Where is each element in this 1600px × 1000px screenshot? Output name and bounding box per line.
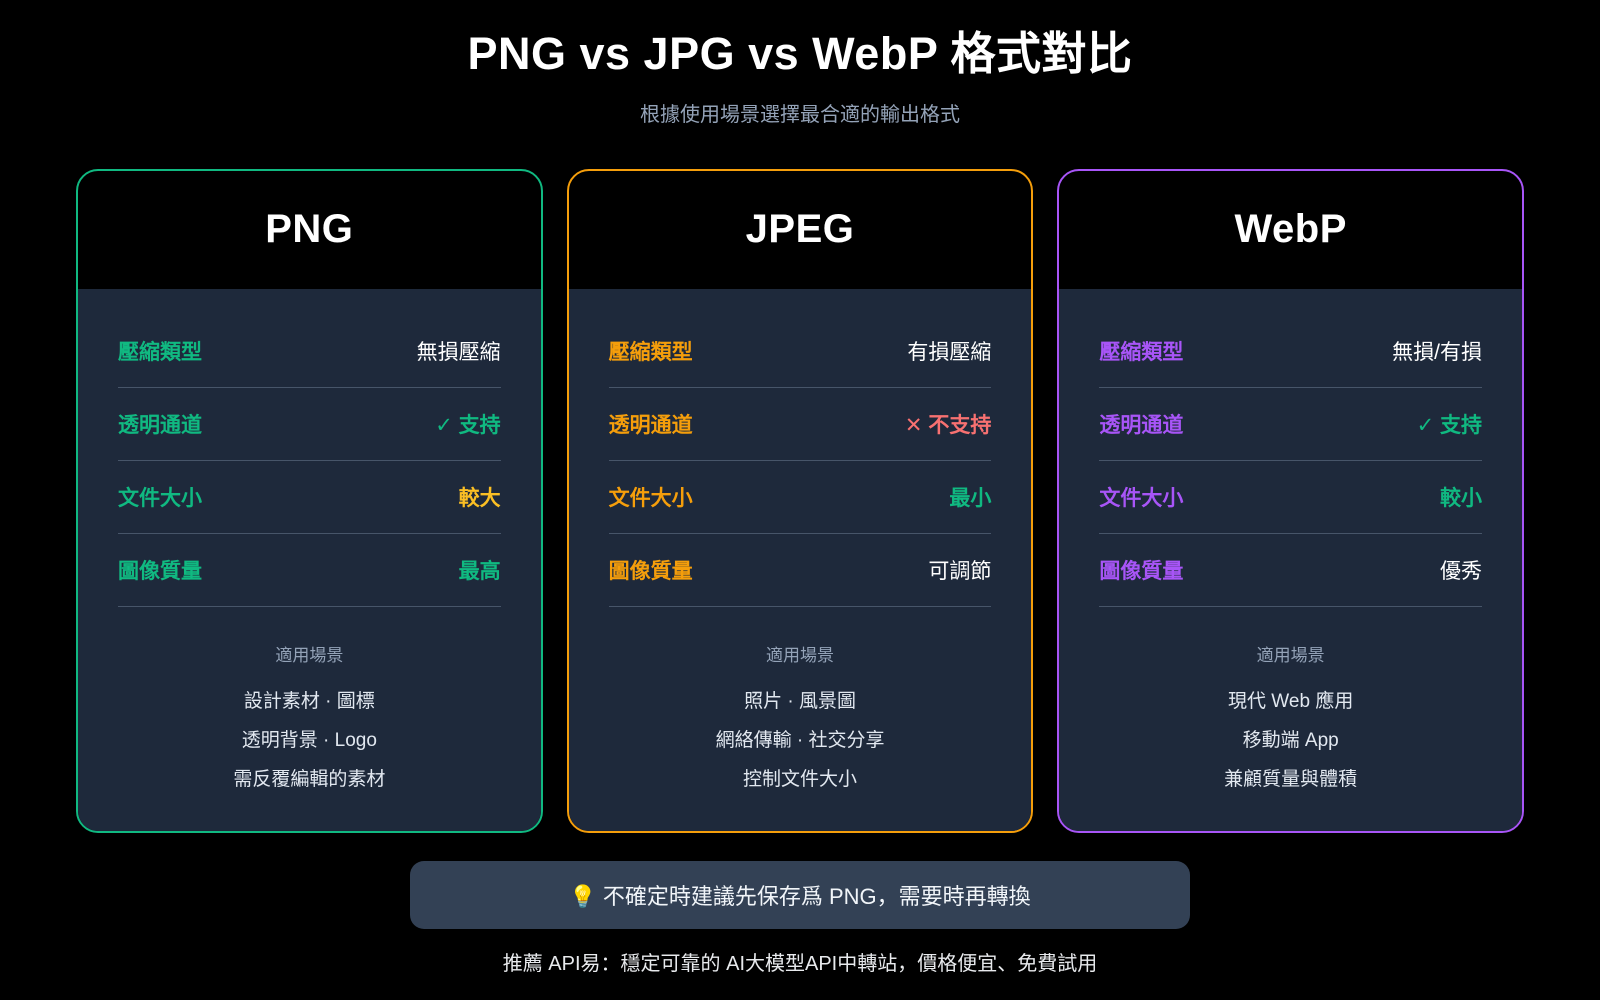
spec-value-text: 較小 <box>1440 486 1483 510</box>
spec-value: ✓ 支持 <box>1417 409 1482 439</box>
page-subtitle: 根據使用場景選擇最合適的輸出格式 <box>640 103 960 126</box>
check-icon: ✓ <box>1416 413 1435 437</box>
spec-value-text: 無損壓縮 <box>416 340 501 364</box>
spec-label: 透明通道 <box>1099 413 1184 437</box>
spec-value-text: 無損/有損 <box>1392 340 1483 364</box>
spec-value-text: 最高 <box>458 559 501 583</box>
spec-row: 圖像質量 最高 <box>118 534 501 607</box>
spec-value-text: 支持 <box>458 413 501 437</box>
usecases-section: 適用場景照片 · 風景圖網絡傳輸 · 社交分享控制文件大小 <box>609 607 992 799</box>
usecase-item: 移動端 App <box>1242 729 1339 751</box>
usecase-item: 兼顧質量與體積 <box>1224 768 1358 790</box>
spec-label: 壓縮類型 <box>608 340 693 364</box>
spec-label: 壓縮類型 <box>1099 340 1184 364</box>
usecase-item: 照片 · 風景圖 <box>744 690 856 712</box>
card-header: PNG <box>78 171 541 289</box>
spec-label: 圖像質量 <box>118 559 202 583</box>
format-card-png: PNG 壓縮類型 無損壓縮透明通道 ✓ 支持文件大小 較大圖像質量 最高適用場景設計素材 … <box>76 168 543 833</box>
spec-label: 透明通道 <box>608 413 693 437</box>
spec-label: 文件大小 <box>608 486 693 510</box>
usecase-item: 設計素材 · 圖標 <box>243 690 375 712</box>
format-card-jpeg: JPEG 壓縮類型 有損壓縮透明通道 ✕ 不支持文件大小 最小圖像質量 可調節適用場景照片… <box>566 168 1034 833</box>
card-title: WebP <box>1234 207 1347 252</box>
spec-value: 較大 <box>459 482 501 512</box>
usecases-section: 適用場景現代 Web 應用移動端 App 兼顧質量與體積 <box>1099 607 1482 799</box>
footer-note: 推薦 API易：穩定可靠的 AI大模型API中轉站，價格便宜、免費試用 <box>502 952 1098 975</box>
card-body: 壓縮類型 無損/有損透明通道 ✓ 支持文件大小 較小圖像質量 優秀適用場景現代 Web … <box>1059 288 1523 831</box>
spec-label: 壓縮類型 <box>118 340 202 364</box>
usecase-item: 網絡傳輸 · 社交分享 <box>715 729 885 751</box>
cross-icon: ✕ <box>904 413 923 437</box>
spec-row: 透明通道 ✓ 支持 <box>118 388 501 461</box>
spec-value-text: 優秀 <box>1440 559 1483 583</box>
usecases-title: 適用場景 <box>1256 645 1325 665</box>
card-title: JPEG <box>745 207 855 252</box>
spec-value-text: 支持 <box>1440 413 1483 437</box>
spec-row: 壓縮類型 有損壓縮 <box>608 315 992 388</box>
usecases-title: 適用場景 <box>275 645 344 665</box>
spec-value: 最高 <box>459 555 501 585</box>
recommendation-tip: 💡 不確定時建議先保存爲 PNG，需要時再轉換 <box>410 860 1190 929</box>
format-cards-row: PNG 壓縮類型 無損壓縮透明通道 ✓ 支持文件大小 較大圖像質量 最高適用場景設計素材 … <box>0 168 1600 833</box>
page-title: PNG vs JPG vs WebP 格式對比 <box>467 28 1133 79</box>
spec-value: 最小 <box>949 482 991 512</box>
spec-label: 圖像質量 <box>608 559 693 583</box>
spec-label: 文件大小 <box>1099 486 1184 510</box>
format-card-webp: WebP 壓縮類型 無損/有損透明通道 ✓ 支持文件大小 較小圖像質量 優秀適用場景現代 … <box>1057 168 1525 833</box>
lightbulb-icon: 💡 <box>569 883 597 909</box>
usecase-item: 透明背景 · Logo <box>241 729 377 751</box>
spec-row: 文件大小 較大 <box>118 461 501 534</box>
spec-value-text: 可調節 <box>928 559 992 583</box>
tip-bar-wrapper: 💡 不確定時建議先保存爲 PNG，需要時再轉換 <box>0 860 1600 929</box>
spec-value: 可調節 <box>928 555 991 585</box>
spec-value: ✓ 支持 <box>435 409 500 439</box>
spec-label: 文件大小 <box>118 486 202 510</box>
check-icon: ✓ <box>435 413 453 437</box>
spec-label: 圖像質量 <box>1099 559 1184 583</box>
tip-text: 不確定時建議先保存爲 PNG，需要時再轉換 <box>602 883 1031 909</box>
spec-value: 無損/有損 <box>1392 336 1482 366</box>
usecases-title: 適用場景 <box>766 645 834 665</box>
spec-value-text: 有損壓縮 <box>907 340 992 364</box>
card-header: JPEG <box>569 171 1032 289</box>
spec-row: 壓縮類型 無損壓縮 <box>118 315 501 388</box>
spec-row: 圖像質量 可調節 <box>608 534 992 607</box>
spec-value: 無損壓縮 <box>417 336 501 366</box>
usecase-item: 控制文件大小 <box>743 768 858 790</box>
card-title: PNG <box>265 207 354 252</box>
card-body: 壓縮類型 有損壓縮透明通道 ✕ 不支持文件大小 最小圖像質量 可調節適用場景照片 · 風… <box>568 288 1032 831</box>
spec-row: 壓縮類型 無損/有損 <box>1099 315 1483 388</box>
spec-value: 有損壓縮 <box>907 336 991 366</box>
usecase-item: 現代 Web 應用 <box>1228 690 1354 712</box>
card-header: WebP <box>1059 171 1522 289</box>
card-body: 壓縮類型 無損壓縮透明通道 ✓ 支持文件大小 較大圖像質量 最高適用場景設計素材 · 圖… <box>78 288 541 831</box>
spec-row: 透明通道 ✓ 支持 <box>1099 388 1483 461</box>
spec-row: 圖像質量 優秀 <box>1099 534 1483 607</box>
spec-row: 透明通道 ✕ 不支持 <box>608 388 992 461</box>
spec-row: 文件大小 最小 <box>608 461 992 534</box>
usecases-section: 適用場景設計素材 · 圖標透明背景 · Logo 需反覆編輯的素材 <box>118 607 501 799</box>
spec-label: 透明通道 <box>118 413 202 437</box>
usecase-item: 需反覆編輯的素材 <box>233 768 386 790</box>
spec-value: 較小 <box>1440 482 1482 512</box>
spec-row: 文件大小 較小 <box>1099 461 1483 534</box>
page-header: PNG vs JPG vs WebP 格式對比 根據使用場景選擇最合適的輸出格式 <box>0 0 1600 127</box>
spec-value: 優秀 <box>1440 555 1482 585</box>
spec-value-text: 最小 <box>949 486 992 510</box>
spec-value: ✕ 不支持 <box>905 409 991 439</box>
spec-value-text: 較大 <box>458 486 501 510</box>
spec-value-text: 不支持 <box>928 413 992 437</box>
